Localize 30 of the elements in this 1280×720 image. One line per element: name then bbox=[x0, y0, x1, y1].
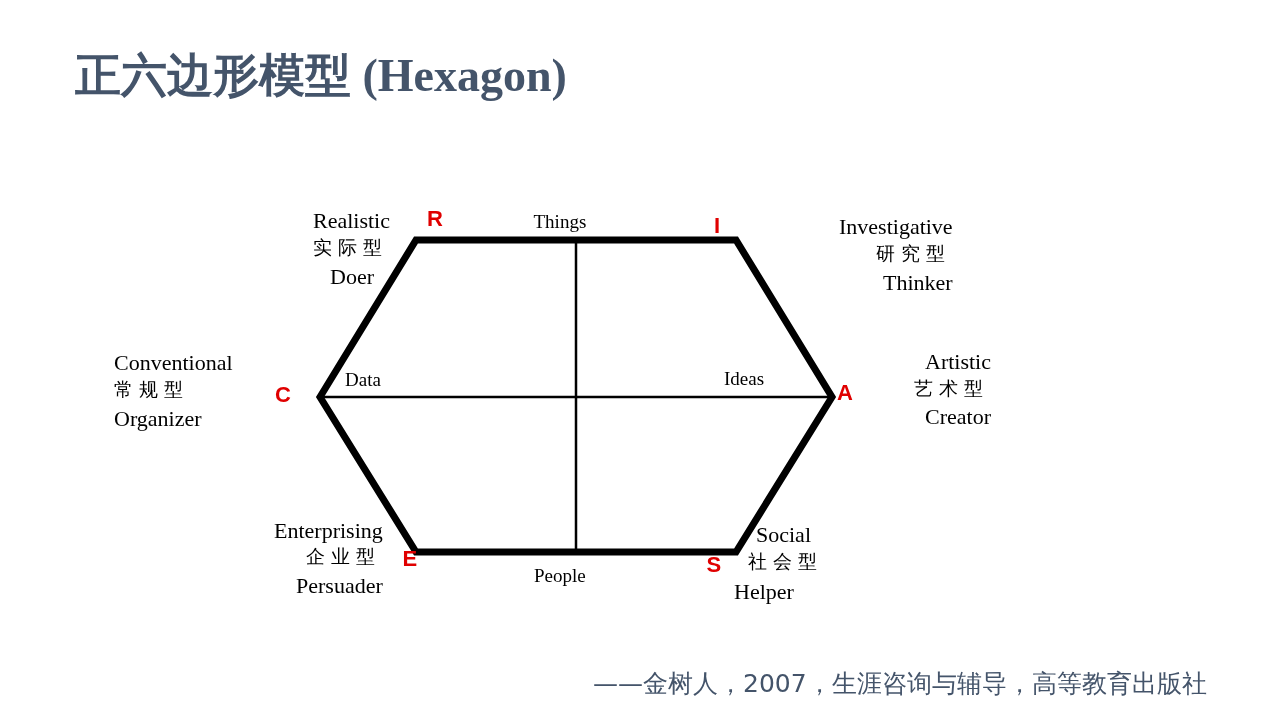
type-label: 常规型 bbox=[114, 379, 189, 401]
type-label: Helper bbox=[734, 579, 794, 605]
type-label: Artistic bbox=[925, 349, 991, 375]
axis-label: People bbox=[534, 565, 586, 587]
type-label: 企业型 bbox=[306, 546, 381, 568]
vertex-letter: A bbox=[837, 380, 853, 406]
type-label: 研究型 bbox=[876, 243, 951, 265]
title: 正六边形模型 (Hexagon) bbox=[75, 50, 567, 103]
type-label: Thinker bbox=[883, 270, 953, 296]
type-label: Realistic bbox=[313, 208, 390, 234]
vertex-letter: E bbox=[402, 546, 418, 572]
type-label: Conventional bbox=[114, 350, 233, 376]
vertex-letter: R bbox=[427, 206, 443, 232]
vertex-letter: I bbox=[714, 213, 721, 239]
axis-label: Things bbox=[533, 211, 587, 233]
type-label: Organizer bbox=[114, 406, 202, 432]
type-label: Creator bbox=[925, 404, 991, 430]
type-label: Enterprising bbox=[274, 518, 383, 544]
type-label: 实际型 bbox=[313, 237, 388, 259]
type-label: Doer bbox=[330, 264, 374, 290]
type-label: Persuader bbox=[296, 573, 383, 599]
vertex-letter: S bbox=[706, 552, 722, 578]
type-label: Social bbox=[756, 522, 811, 548]
vertex-letter: C bbox=[275, 382, 291, 408]
axis-label: Ideas bbox=[724, 368, 765, 390]
type-label: Investigative bbox=[839, 214, 953, 240]
caption: ——金树人，2007，生涯咨询与辅导，高等教育出版社 bbox=[593, 670, 1207, 699]
axis-label: Data bbox=[345, 369, 381, 391]
type-label: 艺术型 bbox=[914, 378, 989, 400]
type-label: 社会型 bbox=[748, 551, 823, 573]
